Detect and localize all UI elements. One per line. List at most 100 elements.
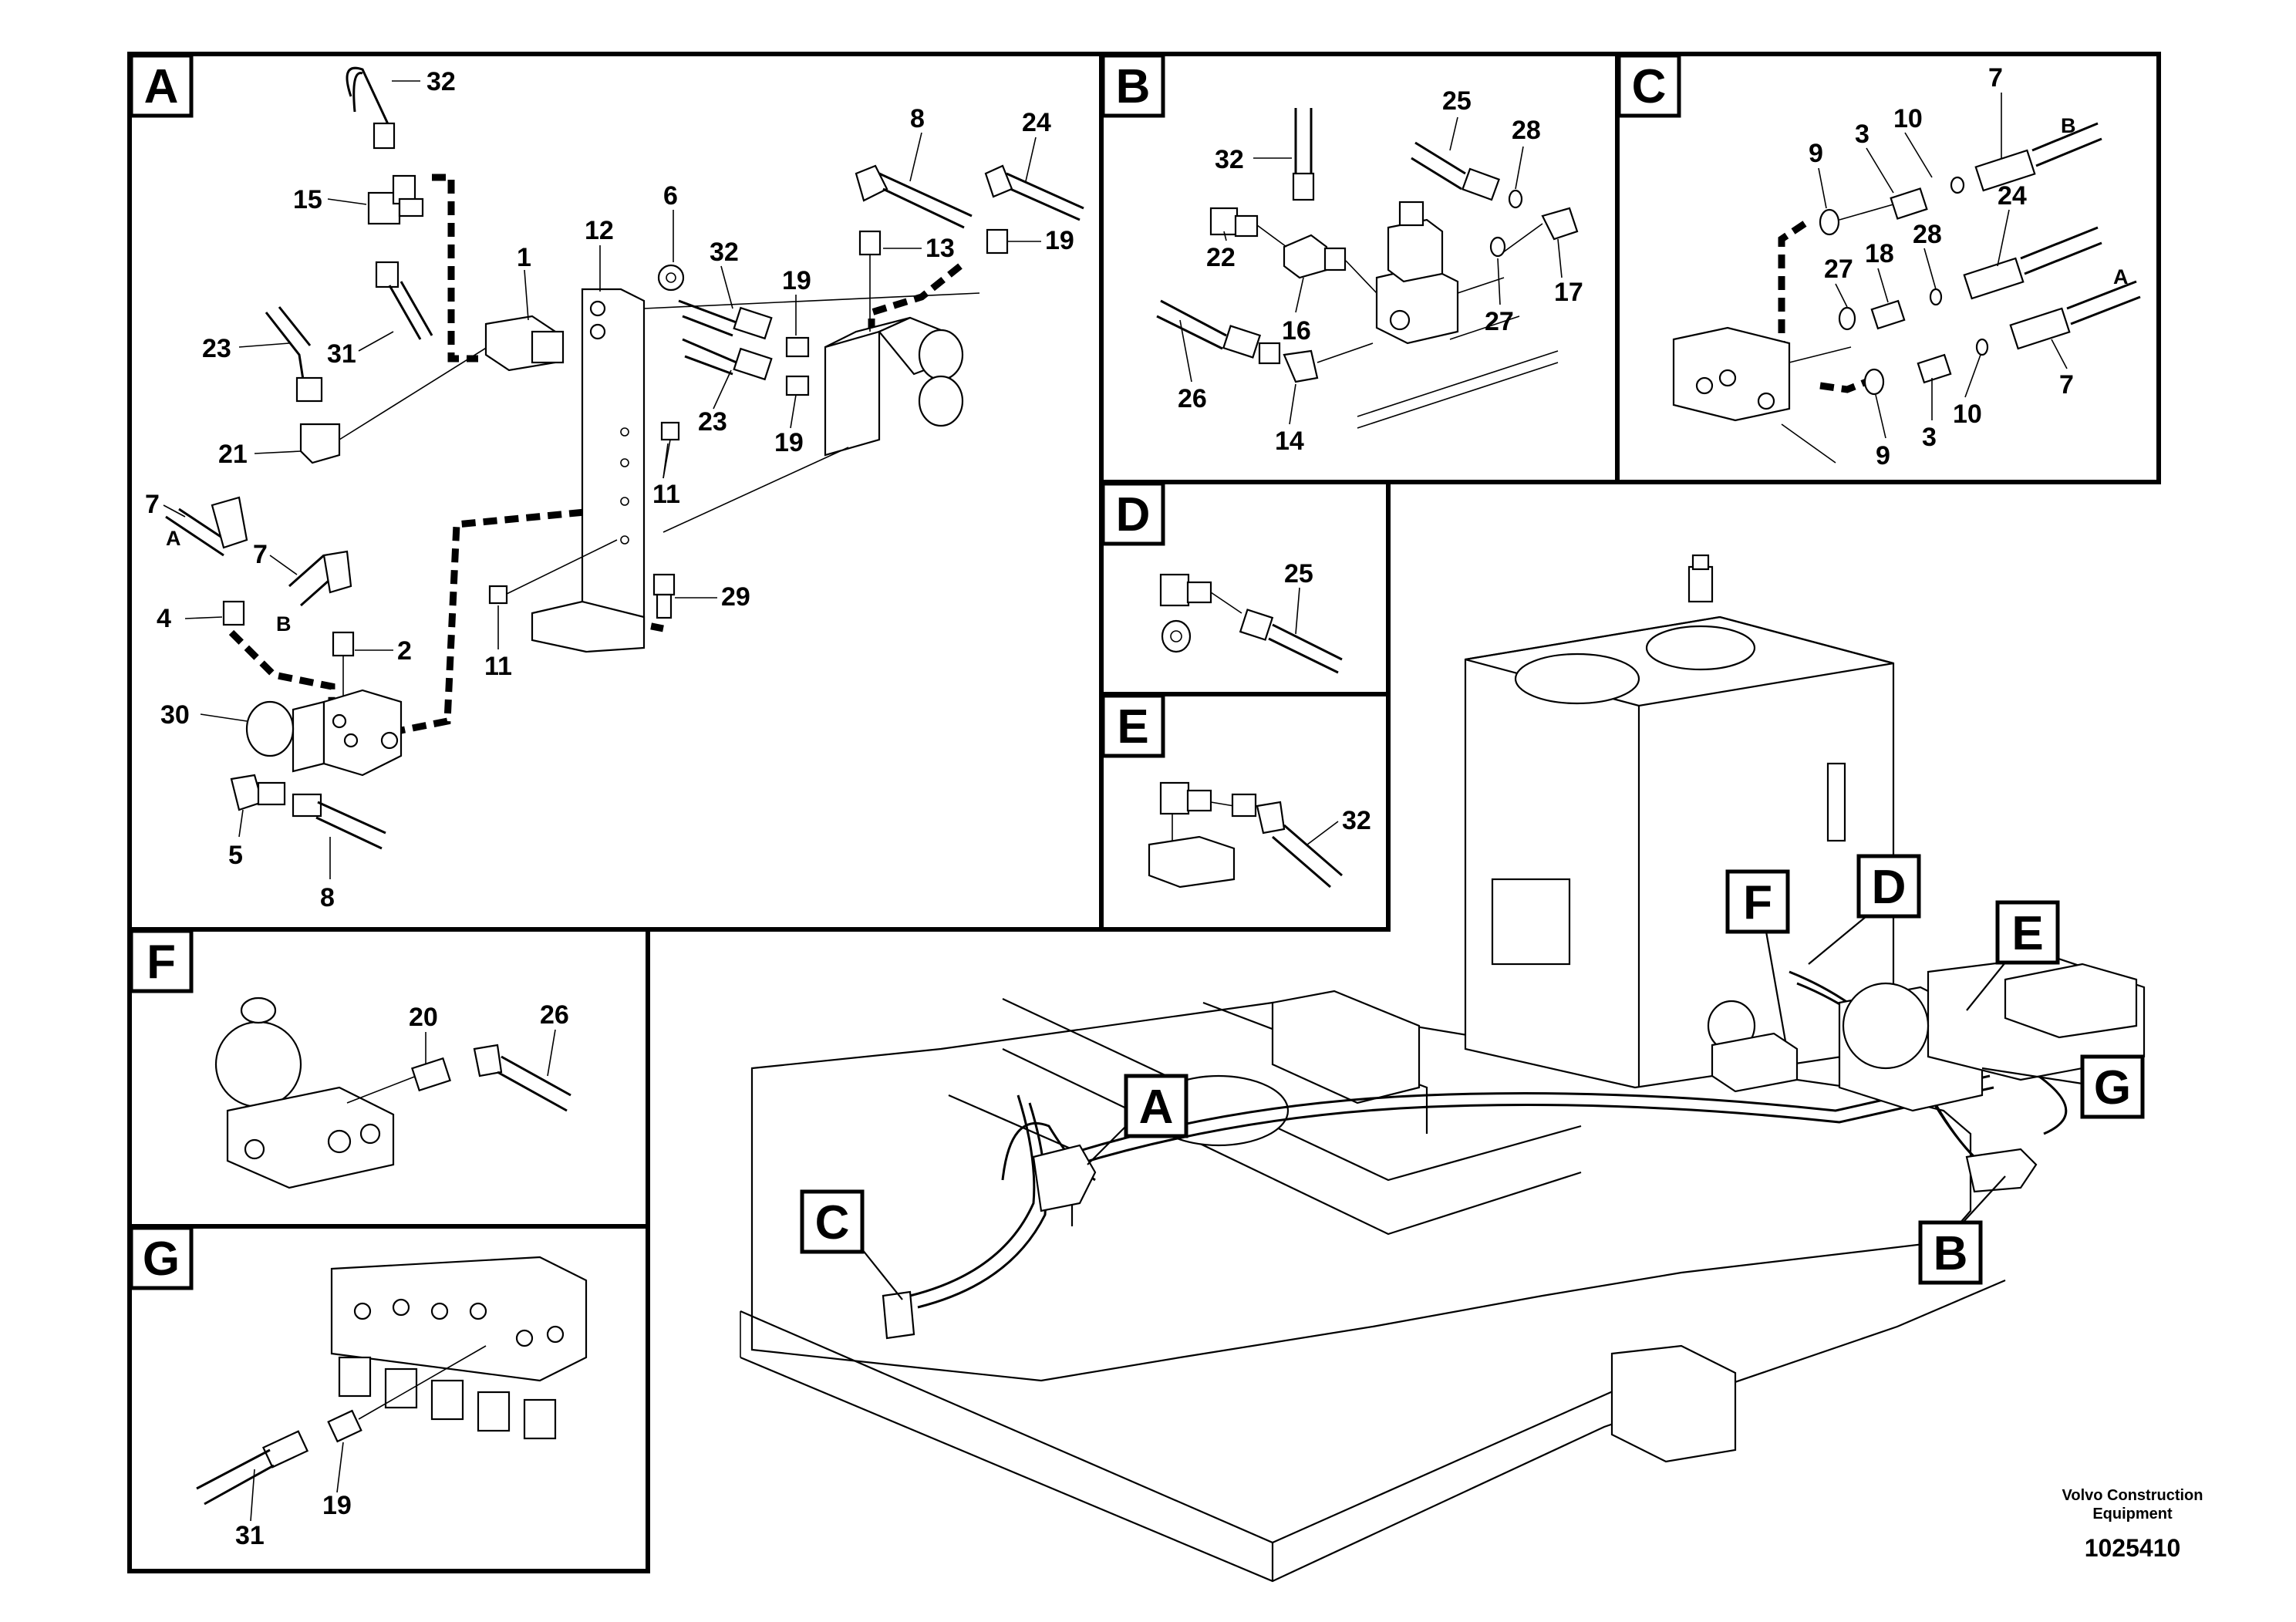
part-number: 19 bbox=[782, 266, 811, 295]
part-number: 19 bbox=[774, 428, 804, 457]
panel-label-a: A bbox=[144, 60, 179, 113]
part-number: 4 bbox=[157, 604, 171, 633]
detail-panel-f: F 20 26 bbox=[127, 927, 650, 1229]
callout-tag-g bbox=[2080, 1054, 2145, 1119]
part-number: A bbox=[2113, 265, 2129, 288]
callout-label-e: E bbox=[2011, 907, 2043, 960]
part-number: 6 bbox=[663, 181, 678, 211]
part-number: 8 bbox=[320, 883, 335, 912]
part-number: A bbox=[166, 527, 181, 550]
part-number: 5 bbox=[228, 841, 243, 870]
panel-label-b: B bbox=[1116, 60, 1151, 113]
callout-label-d: D bbox=[1872, 861, 1907, 914]
part-number: 27 bbox=[1485, 307, 1514, 336]
part-number: 32 bbox=[1342, 806, 1371, 835]
part-number: 22 bbox=[1206, 243, 1236, 272]
callout-label-f: F bbox=[1743, 876, 1772, 929]
panel-tag-b bbox=[1101, 53, 1165, 118]
brand-line-2: Equipment bbox=[2092, 1506, 2173, 1523]
part-number: 10 bbox=[1893, 104, 1923, 133]
part-number: 3 bbox=[1855, 120, 1870, 149]
part-number: 24 bbox=[1998, 181, 2027, 211]
part-number: 3 bbox=[1922, 423, 1937, 452]
panel-label-g: G bbox=[143, 1233, 180, 1286]
valve-block bbox=[226, 1086, 395, 1189]
part-number: 7 bbox=[1988, 63, 2003, 93]
solenoid-manifold bbox=[330, 1256, 588, 1382]
panel-label-e: E bbox=[1117, 700, 1148, 754]
part-number: 20 bbox=[409, 1003, 438, 1032]
detail-panel-a: A bbox=[127, 52, 1104, 932]
panel-tag-f bbox=[129, 929, 194, 993]
part-number: 14 bbox=[1275, 427, 1304, 456]
callout-label-b: B bbox=[1934, 1227, 1968, 1280]
detail-panel-c: C 9 3 10 7 B 27 18 28 2 bbox=[1615, 52, 2161, 484]
overview-callouts: A C F D E G B bbox=[800, 854, 2145, 1300]
callout-tag-e bbox=[1995, 900, 2060, 965]
part-number: 13 bbox=[925, 234, 955, 263]
drawing-number: 1025410 bbox=[2085, 1534, 2181, 1562]
panel-tag-a bbox=[129, 53, 194, 118]
part-number: 25 bbox=[1284, 559, 1313, 588]
callout-tag-b bbox=[1918, 1220, 1983, 1285]
part-number: 27 bbox=[1824, 255, 1853, 284]
mounting-bracket bbox=[581, 288, 646, 630]
footer: Volvo Construction Equipment 1025410 bbox=[2062, 1487, 2203, 1562]
part-number: 29 bbox=[721, 582, 750, 612]
part-number: 11 bbox=[484, 652, 512, 681]
callout-tag-c bbox=[800, 1189, 865, 1254]
part-number: 19 bbox=[1045, 226, 1074, 255]
part-number: 2 bbox=[397, 636, 412, 666]
part-number: 23 bbox=[698, 407, 727, 437]
part-number: 15 bbox=[293, 185, 322, 214]
callout-tag-a bbox=[1124, 1074, 1188, 1138]
part-number: 32 bbox=[426, 67, 456, 96]
part-number: 9 bbox=[1809, 139, 1823, 168]
accumulator bbox=[214, 1020, 302, 1108]
part-number: 30 bbox=[160, 700, 190, 730]
panel-tag-c bbox=[1617, 53, 1681, 118]
panel-tag-d bbox=[1101, 481, 1165, 546]
part-number: 19 bbox=[322, 1491, 352, 1520]
part-number: 21 bbox=[218, 440, 248, 469]
callout-tag-d bbox=[1856, 854, 1921, 919]
callout-label-g: G bbox=[2094, 1061, 2131, 1114]
part-number: 11 bbox=[652, 480, 680, 509]
detail-panel-b: B 32 22 16 26 14 25 bbox=[1099, 52, 1620, 484]
part-number: 25 bbox=[1442, 86, 1472, 116]
part-number: 7 bbox=[145, 490, 160, 519]
part-number: 1 bbox=[517, 243, 531, 272]
callout-tag-f bbox=[1725, 869, 1790, 934]
part-number: 32 bbox=[710, 238, 739, 267]
part-number: 28 bbox=[1512, 116, 1541, 145]
detail-panel-g: G 31 19 bbox=[127, 1224, 650, 1573]
brand-line-1: Volvo Construction bbox=[2062, 1487, 2203, 1504]
part-number: 8 bbox=[910, 104, 925, 133]
part-number: 16 bbox=[1282, 316, 1311, 346]
part-number: 7 bbox=[2059, 370, 2074, 400]
part-number: B bbox=[276, 612, 292, 636]
fitting bbox=[373, 122, 396, 150]
panel-tag-e bbox=[1101, 693, 1165, 758]
panel-tag-g bbox=[129, 1226, 194, 1290]
part-number: 7 bbox=[253, 540, 268, 569]
callout-label-a: A bbox=[1139, 1081, 1174, 1134]
part-number: 12 bbox=[585, 216, 614, 245]
part-number: 18 bbox=[1865, 239, 1894, 268]
part-number: 10 bbox=[1953, 400, 1982, 429]
machine-overview bbox=[740, 554, 2146, 1583]
part-number: 31 bbox=[235, 1521, 265, 1550]
panel-label-d: D bbox=[1116, 488, 1151, 541]
part-number: 26 bbox=[540, 1000, 569, 1030]
solenoid-valve-block bbox=[824, 330, 881, 457]
part-number: 31 bbox=[327, 339, 356, 369]
panel-label-c: C bbox=[1632, 60, 1667, 113]
part-number: 28 bbox=[1913, 220, 1942, 249]
part-number: 26 bbox=[1178, 384, 1207, 413]
detail-panel-d: D 25 bbox=[1099, 480, 1391, 696]
part-number: 23 bbox=[202, 334, 231, 363]
callout-label-c: C bbox=[815, 1196, 850, 1249]
elbow-fitting bbox=[299, 423, 341, 464]
part-number: 32 bbox=[1215, 145, 1244, 174]
